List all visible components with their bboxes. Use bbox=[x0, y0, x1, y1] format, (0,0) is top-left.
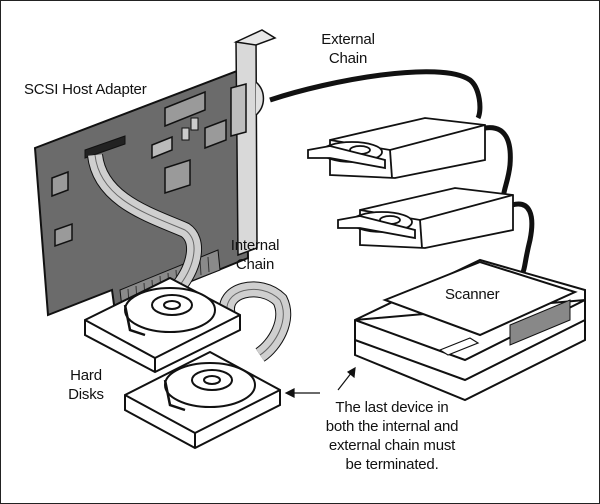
internal-ribbon-cable bbox=[87, 153, 292, 362]
label-hard-disks-line1: Hard bbox=[70, 367, 102, 384]
label-external-chain-line1: External bbox=[321, 31, 375, 48]
label-scanner: Scanner bbox=[445, 286, 500, 303]
external-cable-1 bbox=[269, 69, 483, 120]
external-drive-1 bbox=[307, 117, 486, 179]
label-hard-disks-line2: Disks bbox=[68, 386, 104, 403]
external-cable-3 bbox=[511, 201, 535, 274]
note-line-2: both the internal and bbox=[325, 418, 459, 435]
label-host-adapter: SCSI Host Adapter bbox=[24, 81, 147, 98]
label-internal-chain: Internal Chain bbox=[225, 236, 285, 274]
note-line-1: The last device in bbox=[335, 399, 449, 416]
label-external-chain: External Chain bbox=[318, 30, 378, 68]
label-termination-note: The last device in both the internal and… bbox=[312, 398, 472, 474]
label-internal-chain-line2: Chain bbox=[235, 256, 275, 273]
host-adapter-card bbox=[33, 66, 250, 317]
label-internal-chain-line1: Internal bbox=[230, 237, 280, 254]
external-drive-2 bbox=[337, 187, 514, 249]
label-external-chain-line2: Chain bbox=[328, 50, 368, 67]
card-bracket bbox=[230, 29, 277, 257]
label-hard-disks: Hard Disks bbox=[64, 366, 108, 404]
note-line-3: external chain must bbox=[328, 437, 456, 454]
termination-arrows bbox=[284, 366, 356, 398]
hard-disk-2 bbox=[124, 350, 281, 450]
note-line-4: be terminated. bbox=[345, 456, 439, 473]
scanner bbox=[354, 258, 586, 402]
hard-disk-1 bbox=[84, 276, 241, 374]
